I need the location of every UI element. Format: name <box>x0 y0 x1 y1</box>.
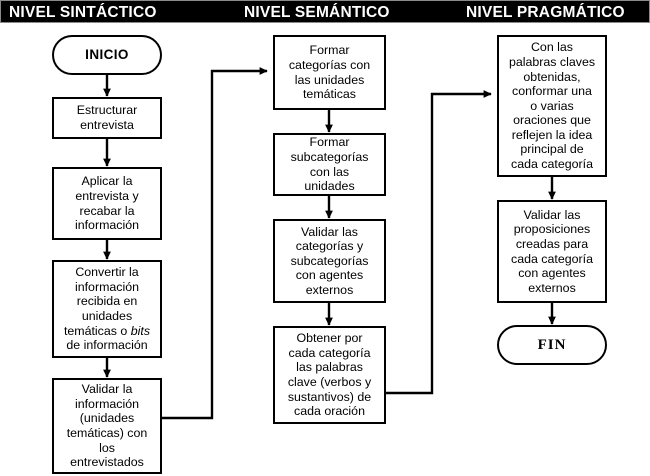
column-title-semantico: NIVEL SEMÁNTICO <box>244 4 390 21</box>
node-conformar-oraciones-label: Con las palabras claves obtenidas, confo… <box>508 40 596 172</box>
node-estructurar-entrevista[interactable]: Estructurar entrevista <box>52 97 162 139</box>
connector-obtener-conformar <box>386 90 492 395</box>
node-convertir-informacion[interactable]: Convertir la información recibida en uni… <box>52 260 162 358</box>
node-aplicar-entrevista[interactable]: Aplicar la entrevista y recabar la infor… <box>52 167 162 240</box>
node-validar-categorias[interactable]: Validar las categorías y subcategorías c… <box>273 219 386 303</box>
node-inicio-label: INICIO <box>85 46 129 62</box>
node-obtener-palabras-clave-label: Obtener por cada categoría las palabras … <box>287 331 372 419</box>
node-formar-subcategorias[interactable]: Formar subcategorías con las unidades <box>273 133 386 196</box>
connector-validar-formar-categorias <box>162 67 268 420</box>
node-formar-categorias-label: Formar categorías con las unidades temát… <box>288 43 371 102</box>
node-fin[interactable]: FIN <box>497 325 607 365</box>
node-aplicar-entrevista-label: Aplicar la entrevista y recabar la infor… <box>74 174 140 233</box>
node-obtener-palabras-clave[interactable]: Obtener por cada categoría las palabras … <box>273 326 386 424</box>
column-header-band: NIVEL SINTÁCTICO NIVEL SEMÁNTICO NIVEL P… <box>0 0 650 23</box>
node-validar-categorias-label: Validar las categorías y subcategorías c… <box>290 224 369 297</box>
node-inicio[interactable]: INICIO <box>52 35 162 75</box>
column-title-pragmatico: NIVEL PRAGMÁTICO <box>466 4 625 21</box>
node-fin-label: FIN <box>537 336 567 353</box>
node-validar-proposiciones-label: Validar las proposiciones creadas para c… <box>511 207 593 295</box>
node-estructurar-entrevista-label: Estructurar entrevista <box>76 103 138 132</box>
node-validar-informacion[interactable]: Validar la información (unidades temátic… <box>52 378 162 474</box>
node-validar-informacion-label: Validar la información (unidades temátic… <box>66 382 148 470</box>
column-title-sintactico: NIVEL SINTÁCTICO <box>9 4 157 21</box>
node-conformar-oraciones[interactable]: Con las palabras claves obtenidas, confo… <box>497 35 607 177</box>
node-formar-categorias[interactable]: Formar categorías con las unidades temát… <box>273 35 386 110</box>
node-formar-subcategorias-label: Formar subcategorías con las unidades <box>290 135 369 194</box>
node-convertir-informacion-label: Convertir la información recibida en uni… <box>63 265 151 353</box>
node-validar-proposiciones[interactable]: Validar las proposiciones creadas para c… <box>497 200 607 303</box>
